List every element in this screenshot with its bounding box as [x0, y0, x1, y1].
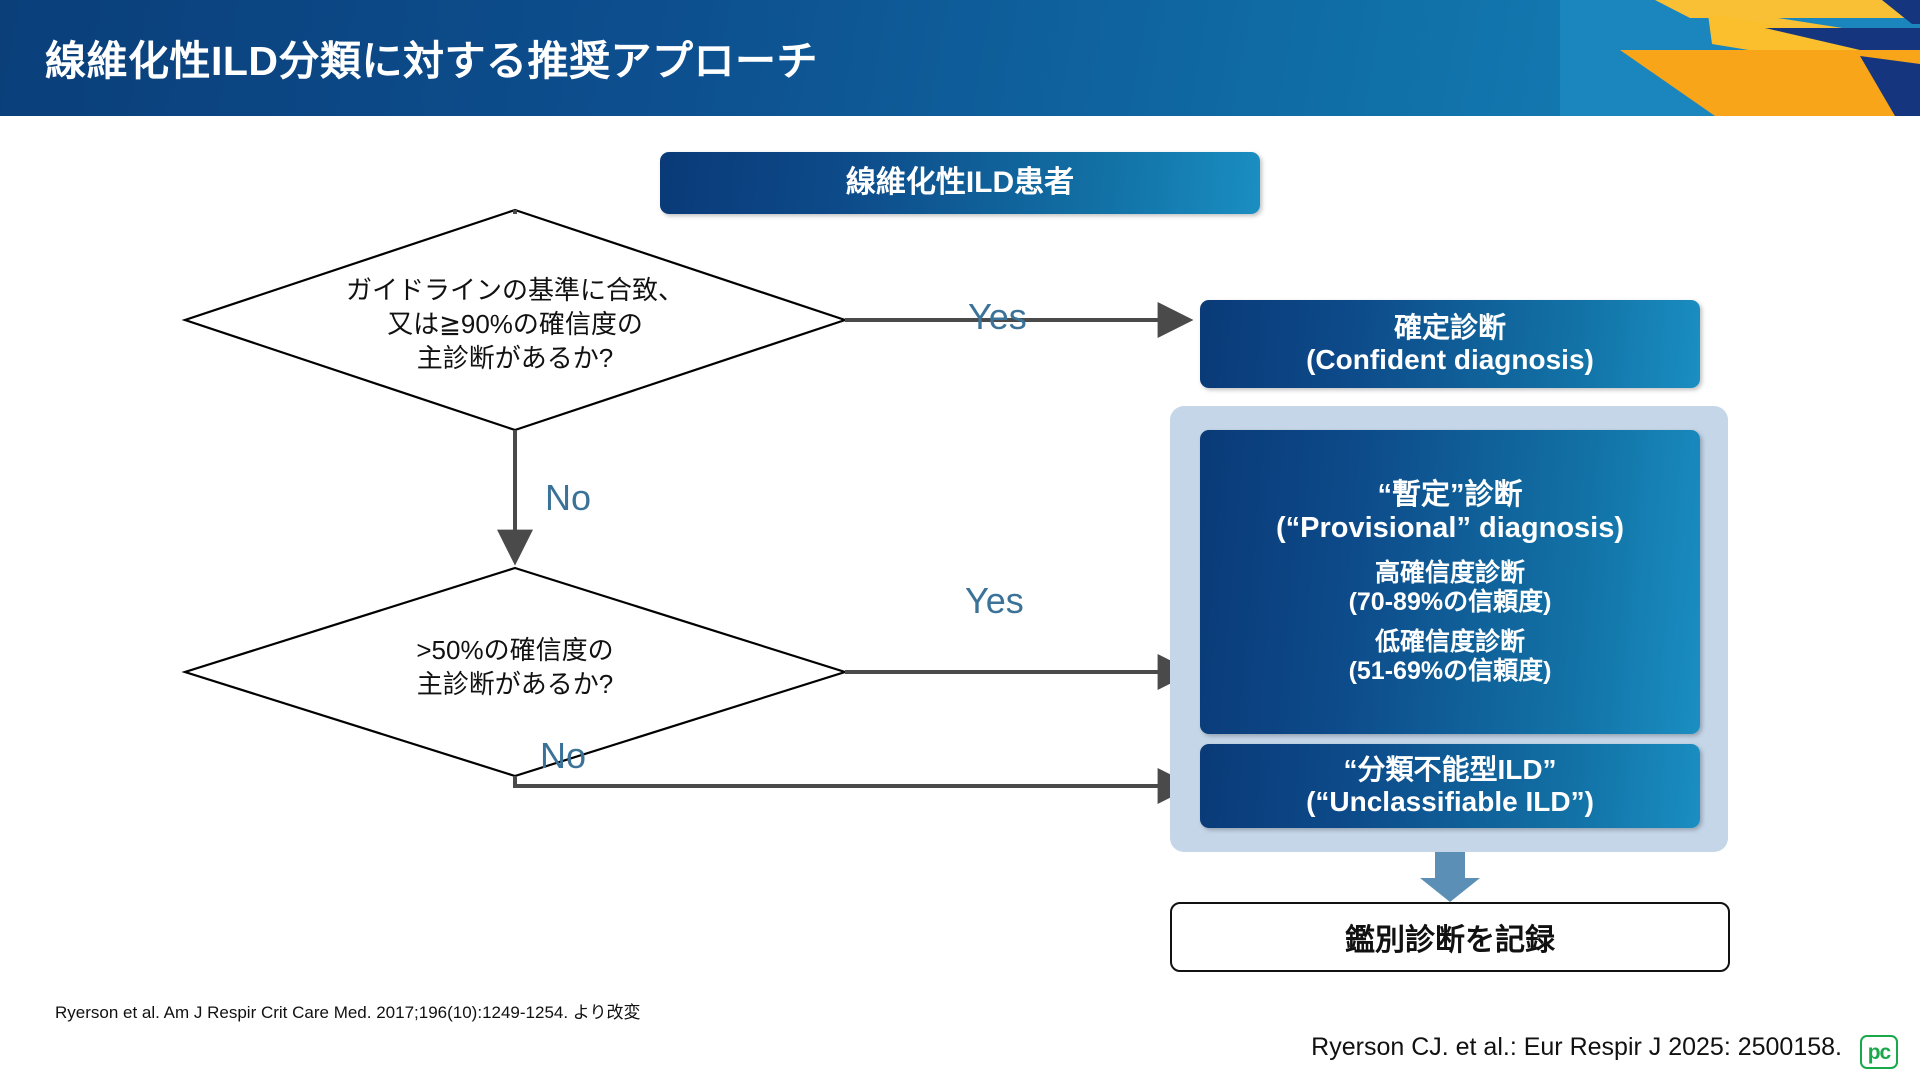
provisional-line5: 低確信度診断 [1374, 628, 1525, 657]
decision-guideline-criteria[interactable]: ガイドラインの基準に合致、 又は≧90%の確信度の 主診断があるか? [185, 210, 845, 430]
page-title: 線維化性ILD分類に対する推奨アプローチ [45, 38, 819, 84]
decision1-line3: 主診断があるか? [416, 342, 614, 373]
edge-label-no-2: No [540, 735, 587, 776]
decision-over-50-confidence[interactable]: >50%の確信度の 主診断があるか? [185, 568, 845, 776]
confident-box-line2: (Confident diagnosis) [1306, 344, 1594, 375]
decision1-text: ガイドラインの基準に合致、 又は≧90%の確信度の 主診断があるか? [185, 210, 845, 430]
unclassifiable-line1: “分類不能型ILD” [1343, 754, 1557, 786]
provisional-line2: (“Provisional” diagnosis) [1275, 512, 1625, 544]
decision2-text: >50%の確信度の 主診断があるか? [185, 568, 845, 776]
edge-label-no-1: No [545, 477, 592, 518]
record-box-label: 鑑別診断を記録 [1345, 924, 1555, 957]
node-confident-diagnosis[interactable]: 確定診断 (Confident diagnosis) [1200, 300, 1700, 388]
provisional-line1: “暫定”診断 [1377, 478, 1523, 511]
confident-box-line1: 確定診断 [1393, 312, 1506, 344]
provisional-line6: (51-69%の信頼度) [1348, 656, 1552, 685]
source-note: Ryerson et al. Am J Respir Crit Care Med… [55, 1003, 641, 1022]
decision1-line2: 又は≧90%の確信度の [387, 308, 643, 339]
edge-label-yes-2: Yes [965, 580, 1024, 621]
slide-header: 線維化性ILD分類に対する推奨アプローチ [0, 0, 1920, 116]
provisional-line3: 高確信度診断 [1374, 559, 1525, 588]
decision1-line1: ガイドラインの基準に合致、 [345, 275, 684, 305]
decision2-line2: 主診断があるか? [416, 668, 614, 699]
unclassifiable-line2: (“Unclassifiable ILD”) [1306, 786, 1594, 817]
node-provisional-diagnosis[interactable]: “暫定”診断 (“Provisional” diagnosis) 高確信度診断 … [1200, 430, 1700, 734]
pc-logo-icon: pc [1860, 1035, 1898, 1069]
node-fibrotic-ild-patient[interactable]: 線維化性ILD患者 [660, 152, 1260, 214]
decision2-line1: >50%の確信度の [416, 635, 614, 665]
node-unclassifiable-ild[interactable]: “分類不能型ILD” (“Unclassifiable ILD”) [1200, 744, 1700, 828]
provisional-line4: (70-89%の信頼度) [1348, 587, 1552, 616]
edge-label-yes-1: Yes [968, 296, 1027, 337]
patient-box-label: 線維化性ILD患者 [845, 165, 1075, 199]
angular-ribbon-decoration [1560, 0, 1920, 116]
node-record-differential-diagnosis[interactable]: 鑑別診断を記録 [1170, 902, 1730, 972]
citation-text: Ryerson CJ. et al.: Eur Respir J 2025: 2… [1311, 1033, 1842, 1061]
